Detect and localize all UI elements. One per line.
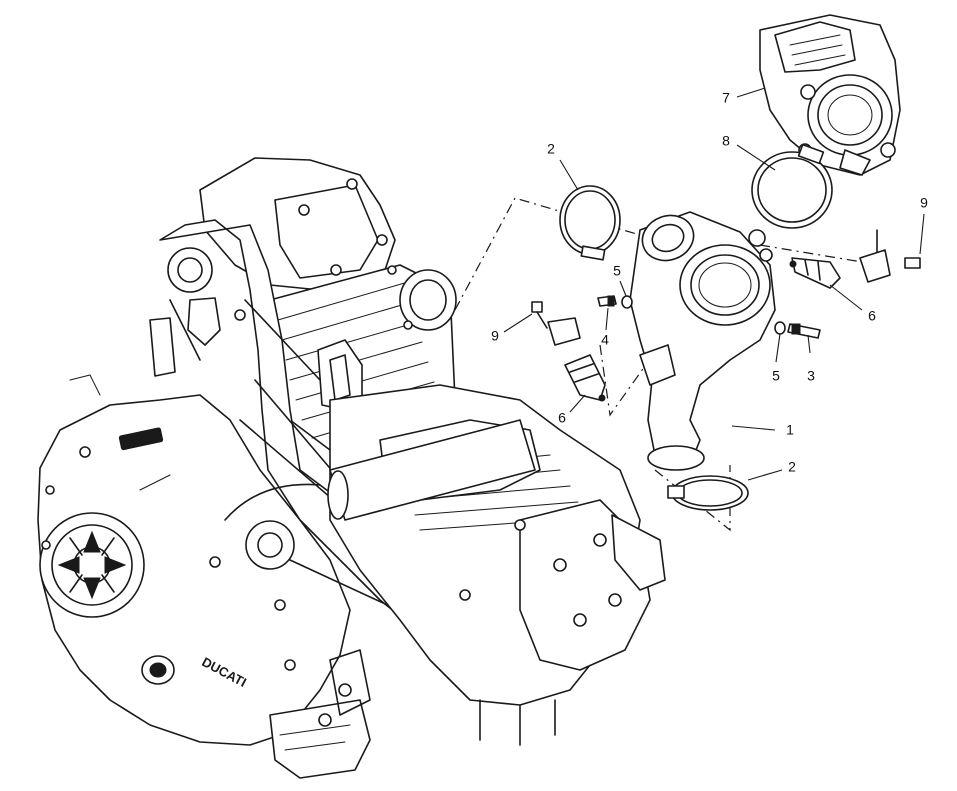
fuel-fitting-right (859, 229, 891, 283)
callout-1: 1 (786, 422, 794, 438)
callout-6-right: 6 (868, 308, 876, 324)
callout-3: 3 (807, 368, 815, 384)
callout-8: 8 (722, 133, 730, 149)
callout-7: 7 (722, 90, 730, 106)
callout-9-right: 9 (920, 195, 928, 211)
washer-right (774, 321, 786, 335)
bolt-right (904, 257, 921, 269)
callout-9-left: 9 (491, 328, 499, 344)
engine-assembly: DUCATI (37, 157, 666, 779)
callout-4: 4 (601, 332, 609, 348)
hose-clamp-throttle (751, 143, 833, 229)
callout-labels: 1 2 2 3 4 5 5 6 6 7 8 9 9 (491, 90, 928, 475)
callout-2-upper: 2 (547, 141, 555, 157)
washer-left (621, 295, 633, 309)
screw-left (597, 295, 617, 307)
injector-right (789, 257, 841, 289)
leader-lines (503, 87, 925, 481)
callout-5-right: 5 (772, 368, 780, 384)
callout-5-left: 5 (613, 263, 621, 279)
intake-manifold (629, 211, 776, 471)
hose-clamp-lower (667, 475, 749, 511)
throttle-body (759, 14, 901, 176)
screw-right (787, 323, 821, 339)
hose-clamp-upper (559, 185, 621, 261)
callout-2-lower: 2 (788, 459, 796, 475)
callout-6-left: 6 (558, 410, 566, 426)
injector-left (564, 354, 606, 402)
bolt-left (531, 301, 581, 346)
